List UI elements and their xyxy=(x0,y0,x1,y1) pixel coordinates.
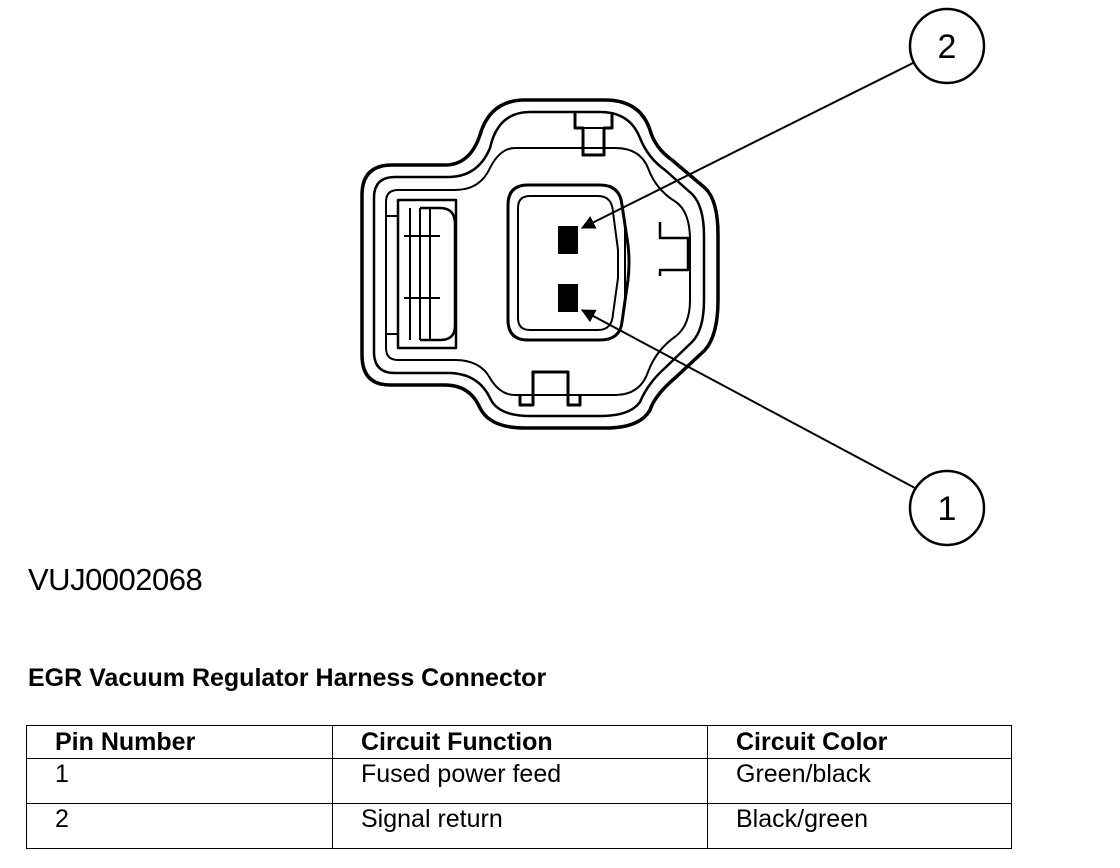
callout-2-label: 2 xyxy=(938,28,957,66)
pin-2-terminal xyxy=(558,226,578,254)
circuit-function-cell: Signal return xyxy=(332,803,708,849)
circuit-color-cell: Green/black xyxy=(707,758,1012,804)
table-row: 1 Fused power feed Green/black xyxy=(26,758,1012,804)
connector-caption: EGR Vacuum Regulator Harness Connector xyxy=(28,664,547,692)
callout-1: 1 xyxy=(908,469,986,547)
circuit-function-cell: Fused power feed xyxy=(332,758,708,804)
table-header-row: Pin Number Circuit Function Circuit Colo… xyxy=(26,725,1012,759)
callout-1-label: 1 xyxy=(938,490,957,528)
circuit-color-cell: Black/green xyxy=(707,803,1012,849)
header-circuit-function: Circuit Function xyxy=(332,725,708,759)
connector-diagram: 2 1 xyxy=(360,7,986,547)
pin-table: Pin Number Circuit Function Circuit Colo… xyxy=(26,725,1012,849)
callout-1-leader xyxy=(580,309,916,489)
callout-2: 2 xyxy=(908,7,986,85)
pin-number-cell: 1 xyxy=(26,758,333,804)
header-circuit-color: Circuit Color xyxy=(707,725,1012,759)
pin-number-cell: 2 xyxy=(26,803,333,849)
figure-id: VUJ0002068 xyxy=(28,562,203,597)
pin-1-terminal xyxy=(558,284,578,312)
header-pin-number: Pin Number xyxy=(26,725,333,759)
table-row: 2 Signal return Black/green xyxy=(26,803,1012,849)
callout-2-leader xyxy=(580,61,916,229)
connector-body xyxy=(360,98,720,430)
